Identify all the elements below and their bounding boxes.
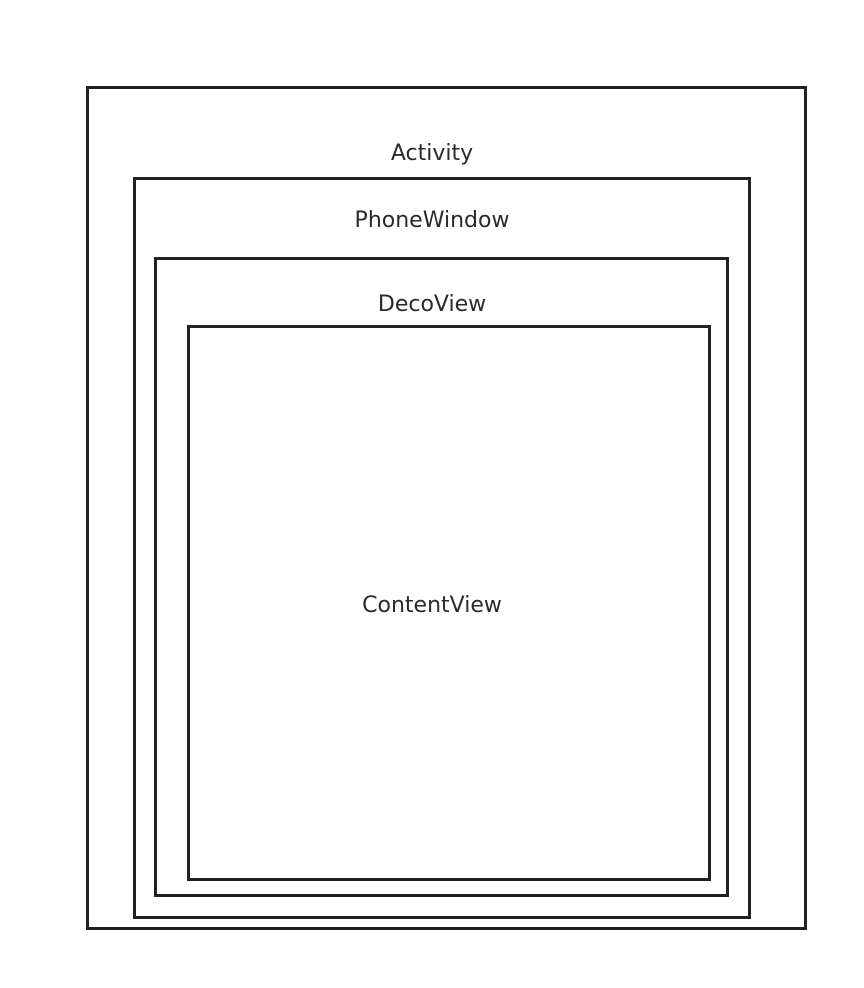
activity-label: Activity <box>390 141 474 166</box>
activity-box <box>86 86 807 930</box>
decoview-label: DecoView <box>377 292 487 317</box>
phonewindow-label: PhoneWindow <box>354 208 510 233</box>
decoview-box <box>154 257 729 897</box>
contentview-label: ContentView <box>362 593 502 618</box>
phonewindow-box <box>133 177 751 919</box>
contentview-box <box>187 325 711 881</box>
